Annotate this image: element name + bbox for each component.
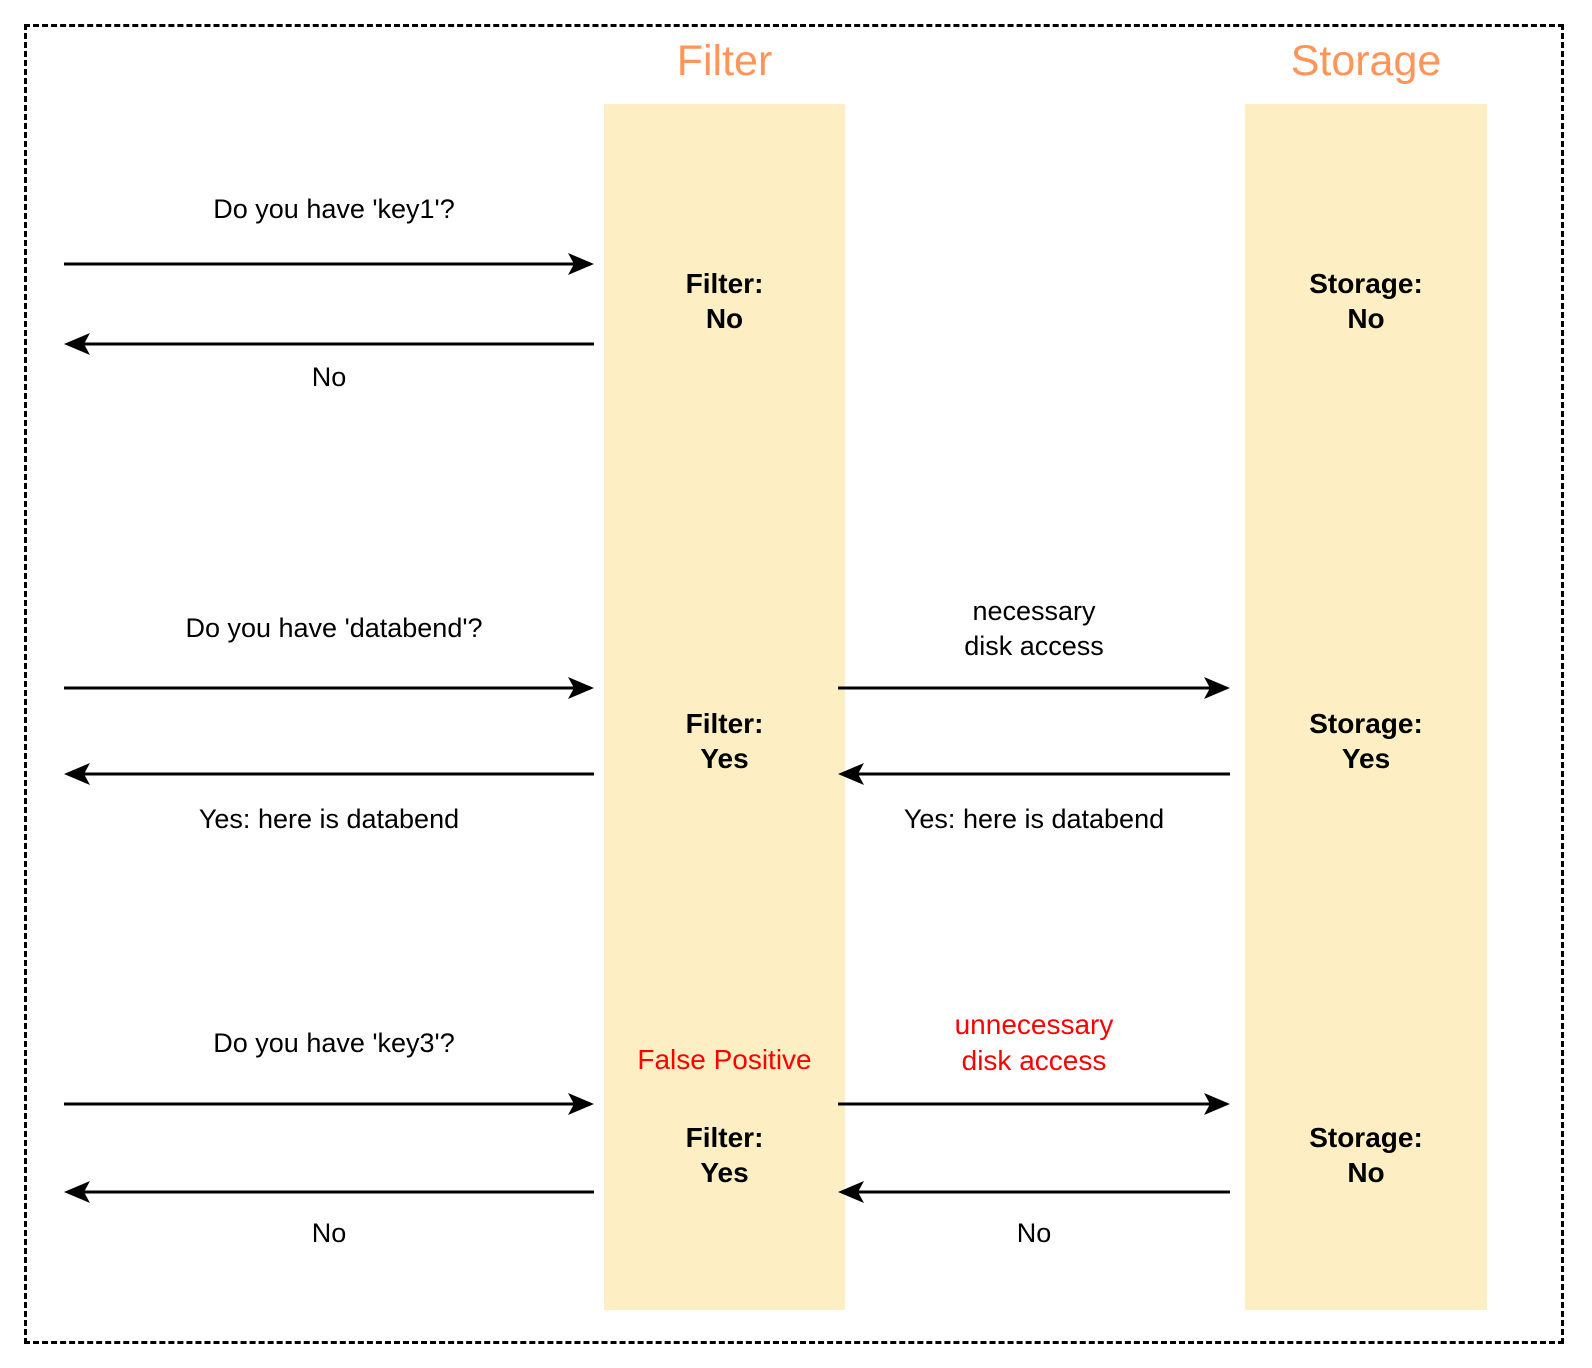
arrow-client-to-filter-3 [64,1093,594,1115]
lane-title-storage: Storage [1290,37,1442,85]
arrow-filter-to-client-1 [64,333,594,355]
note-false-positive: False Positive [637,1044,812,1075]
lane-storage [1245,104,1487,1310]
state-storage-3: Storage: No [1309,1122,1423,1188]
state-storage-1: Storage: No [1309,268,1423,334]
arrow-filter-to-client-2 [64,763,594,785]
arrow-client-to-filter-1 [64,253,594,275]
message-client-request-2: Do you have 'databend'? [185,613,483,643]
note-unnecessary-disk-access: unnecessary disk access [954,1009,1114,1077]
message-client-response-2: Yes: here is databend [198,804,460,834]
arrow-storage-to-filter-3 [838,1181,1230,1203]
diagram-border [24,24,1564,1344]
state-storage-2: Storage: Yes [1309,708,1423,774]
arrow-storage-to-filter-2 [838,763,1230,785]
message-filter-to-storage-2: necessary disk access [964,596,1104,662]
state-filter-2: Filter: Yes [685,708,764,774]
message-client-request-3: Do you have 'key3'? [213,1028,455,1058]
arrow-filter-to-storage-3 [838,1093,1230,1115]
message-client-request-1: Do you have 'key1'? [213,194,455,224]
lane-title-filter: Filter [676,37,773,85]
state-filter-1: Filter: No [685,268,764,334]
arrow-filter-to-storage-2 [838,677,1230,699]
message-client-response-1: No [311,362,347,392]
state-filter-3: Filter: Yes [685,1122,764,1188]
message-storage-response-2: Yes: here is databend [903,804,1165,834]
lane-filter [604,104,845,1310]
arrow-client-to-filter-2 [64,677,594,699]
message-client-response-3: No [311,1218,347,1248]
message-storage-response-3: No [1016,1218,1052,1248]
arrow-filter-to-client-3 [64,1181,594,1203]
